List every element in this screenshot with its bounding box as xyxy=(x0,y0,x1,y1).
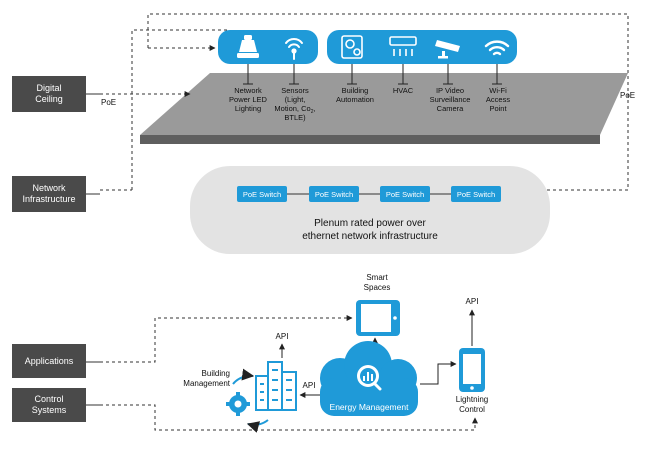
poe-switch-2-label: PoE Switch xyxy=(315,190,353,199)
applications-box xyxy=(12,344,86,378)
poe-switch-1 xyxy=(237,186,287,202)
wifi-ap-label-line: Wi-Fi xyxy=(489,86,507,95)
poe-switch-group: PoE Switch PoE Switch PoE Switch PoE Swi… xyxy=(237,186,501,202)
building-management-gear-icon xyxy=(226,392,250,416)
device-drop-lines xyxy=(243,64,502,85)
control-systems-box xyxy=(12,388,86,422)
led-lighting-label-line: Power LED xyxy=(229,95,268,104)
sensors-label-line3: Motion, Co2, xyxy=(274,104,315,115)
api-top-right-label: API xyxy=(466,297,479,306)
smart-spaces-label-line: Spaces xyxy=(364,283,391,292)
ceiling-platform-top xyxy=(140,73,628,135)
analytics-magnifier-icon xyxy=(357,365,382,391)
plenum-caption-line: ethernet network infrastructure xyxy=(302,231,438,242)
building-automation-label-line: Building xyxy=(342,86,369,95)
plenum-caption: Plenum rated power over ethernet network … xyxy=(302,218,438,242)
poe-right-label: PoE xyxy=(620,91,635,100)
building-management-label-line: Building xyxy=(202,369,230,378)
sensor-icon xyxy=(285,38,303,60)
hvac-label: HVAC xyxy=(393,86,414,95)
poe-switch-4 xyxy=(451,186,501,202)
sensors-comma: , xyxy=(313,104,315,113)
poe-left-label: PoE xyxy=(101,98,116,107)
control-systems-label-line: Control xyxy=(34,394,63,404)
ceiling-platform-side xyxy=(140,135,600,144)
control-systems-connector xyxy=(86,404,478,431)
wifi-icon xyxy=(484,40,510,56)
surveillance-camera-icon xyxy=(435,40,460,59)
network-connector xyxy=(86,189,132,195)
poe-switch-2 xyxy=(309,186,359,202)
digital-ceiling-label-line: Ceiling xyxy=(35,94,63,104)
building-automation-label-line: Automation xyxy=(336,95,374,104)
sensors-label-line2: (Light, xyxy=(285,95,306,104)
digital-ceiling-label-line: Digital xyxy=(36,83,61,93)
building-automation-icon xyxy=(341,35,363,59)
network-infrastructure-label-line: Infrastructure xyxy=(22,194,75,204)
sensors-label-line1: Sensors xyxy=(281,86,309,95)
phone-icon xyxy=(459,348,485,392)
smart-spaces-label-line: Smart xyxy=(366,273,388,282)
led-lighting-label-line: Network xyxy=(234,86,262,95)
device-pill-building-systems xyxy=(327,30,517,64)
sensors-co-subscript: 2 xyxy=(311,109,314,115)
sensors-co-text: Motion, Co xyxy=(274,104,310,113)
sensors-label-line4: BTLE) xyxy=(284,113,306,122)
lightning-control-label-line: Lightning xyxy=(456,395,488,404)
api-side-label: API xyxy=(303,381,316,390)
refresh-arc-bottom-icon xyxy=(246,419,269,433)
lightning-control-label-line: Control xyxy=(459,405,485,414)
applications-connector xyxy=(86,315,353,363)
energy-management-label: Energy Management xyxy=(330,402,410,412)
wifi-ap-label-line: Access xyxy=(486,95,510,104)
device-pill-lighting-sensors xyxy=(218,30,318,64)
poe-switch-1-label: PoE Switch xyxy=(243,190,281,199)
top-dashed-loop xyxy=(131,13,629,193)
ip-camera-label-line: IP Video xyxy=(436,86,464,95)
building-management-label-line: Management xyxy=(183,379,230,388)
control-systems-label-line: Systems xyxy=(32,405,67,415)
api-building-label: API xyxy=(276,332,289,341)
led-lamp-icon xyxy=(237,35,259,58)
poe-switch-3 xyxy=(380,186,430,202)
led-lighting-label-line: Lighting xyxy=(235,104,261,113)
tablet-icon xyxy=(356,300,400,336)
plenum-caption-line: Plenum rated power over xyxy=(314,218,426,229)
poe-switch-3-label: PoE Switch xyxy=(386,190,424,199)
cloud-to-phone-arrow xyxy=(420,361,457,385)
applications-label: Applications xyxy=(25,356,74,366)
poe-switch-4-label: PoE Switch xyxy=(457,190,495,199)
digital-ceiling-box xyxy=(12,76,86,112)
ip-camera-label-line: Surveillance xyxy=(430,95,471,104)
network-infrastructure-label-line: Network xyxy=(32,183,66,193)
refresh-arc-top-icon xyxy=(232,368,255,385)
ip-camera-label-line: Camera xyxy=(437,104,465,113)
wifi-ap-label-line: Point xyxy=(489,104,507,113)
hvac-icon xyxy=(389,36,417,56)
network-infrastructure-box xyxy=(12,176,86,212)
buildings-icon xyxy=(255,361,297,411)
